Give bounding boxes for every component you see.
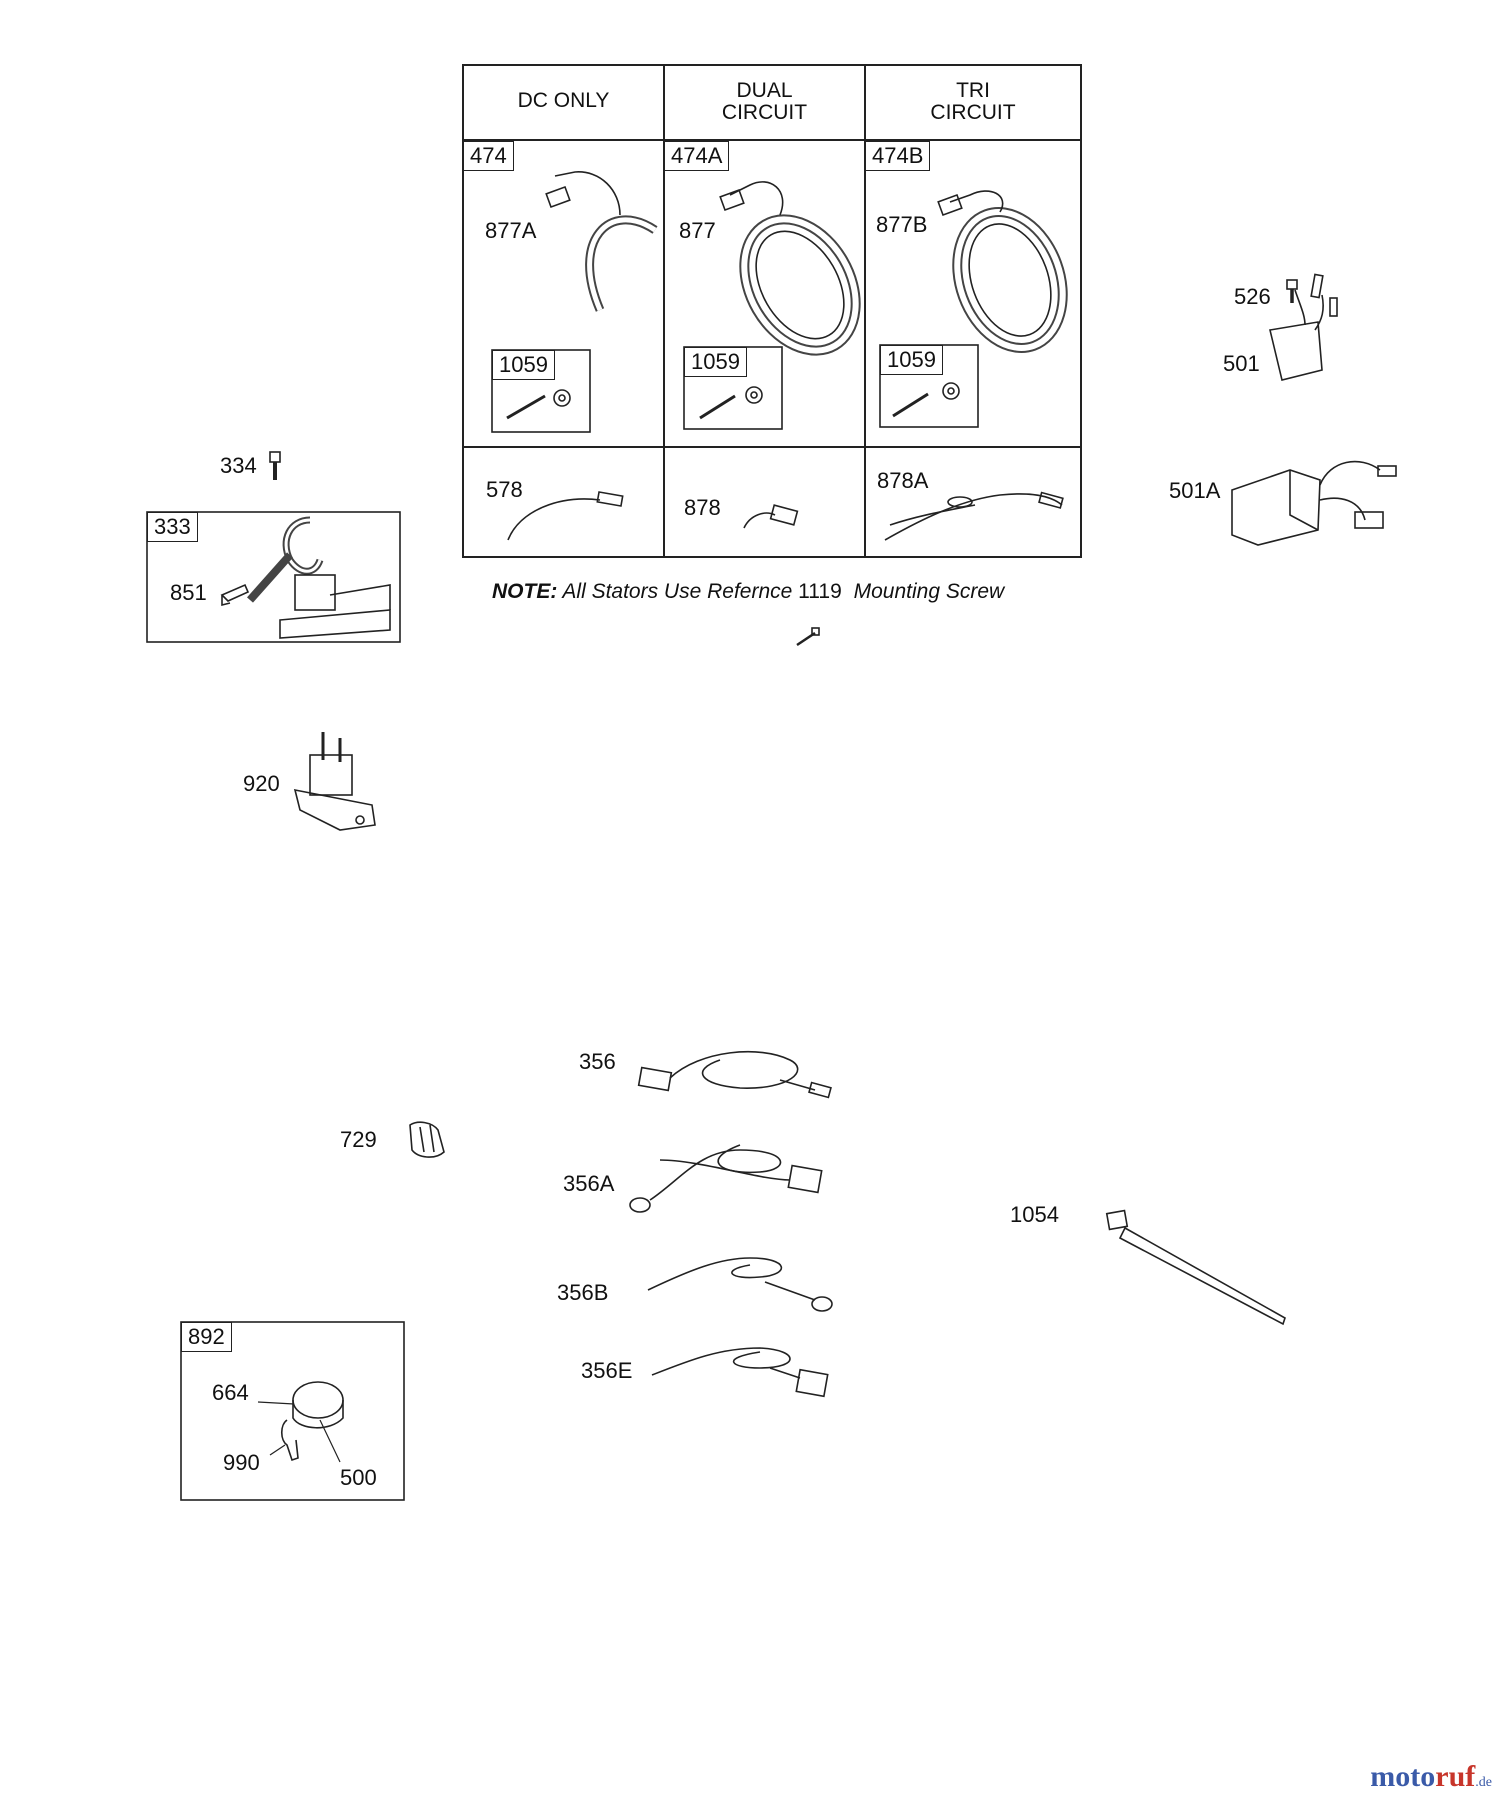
- label-500: 500: [340, 1465, 377, 1490]
- regulator-501a-drawing: [1231, 460, 1397, 546]
- label-920: 920: [243, 771, 280, 796]
- clip-851-drawing: [220, 583, 250, 607]
- label-356b: 356B: [557, 1280, 609, 1305]
- label-501a: 501A: [1169, 478, 1221, 503]
- group-label-474a: 474A: [664, 141, 730, 171]
- label-664: 664: [212, 1380, 249, 1405]
- header-tri-circuit: TRI CIRCUIT: [930, 79, 1016, 124]
- harness-356e-drawing: [651, 1347, 829, 1398]
- label-851: 851: [170, 580, 207, 605]
- note-text: All Stators Use Refernce: [562, 580, 793, 603]
- label-1059-3: 1059: [880, 345, 943, 375]
- solenoid-920-drawing: [293, 732, 376, 831]
- header-dc-only: DC ONLY: [517, 89, 610, 112]
- label-333: 333: [147, 512, 198, 542]
- logo-suffix: .de: [1475, 1775, 1492, 1790]
- ignition-switch-892-box: [180, 1321, 405, 1501]
- harness-356b-drawing: [647, 1257, 833, 1312]
- label-578: 578: [486, 477, 523, 502]
- label-990: 990: [223, 1450, 260, 1475]
- label-877a: 877A: [485, 218, 537, 243]
- harness-878-drawing: [743, 504, 799, 529]
- regulator-501-drawing: [1269, 273, 1338, 381]
- harness-578-drawing: [507, 491, 624, 541]
- screw-526-drawing: [1286, 279, 1298, 303]
- harness-356a-drawing: [629, 1144, 823, 1213]
- screw-334-drawing: [269, 451, 281, 480]
- logo-main: moto: [1370, 1760, 1436, 1793]
- label-356e: 356E: [581, 1358, 633, 1383]
- label-1059-1: 1059: [492, 350, 555, 380]
- label-526: 526: [1234, 284, 1271, 309]
- grommet-729-drawing: [409, 1121, 445, 1158]
- note-suffix: Mounting Screw: [853, 580, 1005, 603]
- harness-356-drawing: [637, 1050, 832, 1099]
- label-356a: 356A: [563, 1171, 615, 1196]
- note-prefix: NOTE:: [492, 580, 558, 603]
- stator-877b-drawing: [937, 190, 1068, 353]
- ignition-switch-drawing: [257, 1381, 344, 1463]
- label-892: 892: [181, 1322, 232, 1352]
- harness-878a-drawing: [884, 491, 1064, 541]
- stator-877a-drawing: [545, 171, 658, 312]
- stator-877-drawing: [719, 181, 861, 356]
- mounting-screw-note: NOTE: All Stators Use Refernce 1119 Moun…: [492, 580, 1004, 604]
- label-1059-2: 1059: [684, 347, 747, 377]
- armature-drawing: [247, 516, 391, 639]
- group-label-474b: 474B: [865, 141, 931, 171]
- kit-1059-hardware-2: [699, 386, 763, 420]
- label-878: 878: [684, 495, 721, 520]
- label-878a: 878A: [877, 468, 929, 493]
- label-501: 501: [1223, 351, 1260, 376]
- label-729: 729: [340, 1127, 377, 1152]
- cable-tie-1054-drawing: [1105, 1209, 1286, 1326]
- group-label-474: 474: [463, 141, 514, 171]
- label-877b: 877B: [876, 212, 928, 237]
- note-ref: 1119: [798, 580, 842, 603]
- kit-1059-hardware-3: [892, 382, 960, 418]
- screw-1119-drawing: [796, 627, 820, 647]
- armature-333-box: [146, 511, 401, 643]
- label-877: 877: [679, 218, 716, 243]
- motoruf-logo: motoruf.de: [1370, 1760, 1492, 1794]
- label-1054: 1054: [1010, 1202, 1059, 1227]
- logo-accent: ruf: [1435, 1760, 1476, 1793]
- kit-1059-hardware-1: [506, 389, 571, 420]
- label-356: 356: [579, 1049, 616, 1074]
- label-334: 334: [220, 453, 257, 478]
- header-dual-circuit: DUAL CIRCUIT: [721, 79, 808, 124]
